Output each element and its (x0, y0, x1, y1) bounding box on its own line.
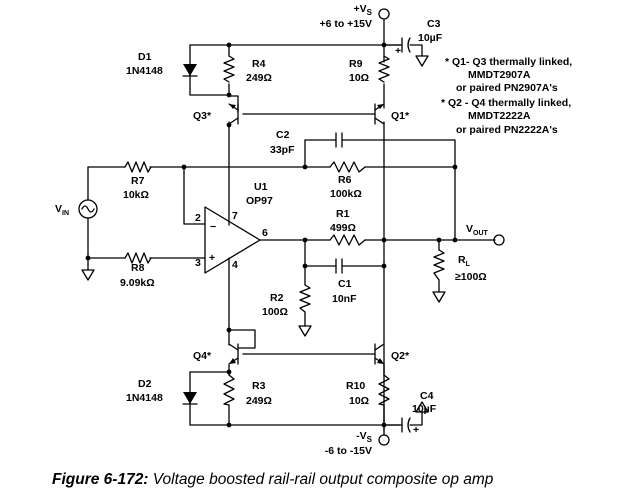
r2-resistor (299, 284, 311, 313)
q4-ref: Q4* (193, 350, 212, 362)
q2-ref: Q2* (391, 350, 410, 362)
ground-icon (81, 269, 95, 281)
c3-ref: C3 (427, 18, 441, 30)
r10-ref: R10 (346, 380, 365, 392)
vs-neg-range: -6 to -15V (325, 445, 372, 457)
vin-source (78, 199, 98, 219)
ground-icon (415, 55, 429, 67)
junctions (85, 42, 458, 428)
c2-capacitor (335, 132, 343, 148)
r2-value: 100Ω (262, 306, 288, 318)
d1-value: 1N4148 (126, 65, 163, 77)
q3-transistor (228, 103, 239, 125)
vs-neg-label: -VS (356, 430, 373, 444)
pin-7: 7 (232, 210, 238, 222)
c4-ref: C4 (420, 390, 434, 402)
r7-ref: R7 (131, 175, 145, 187)
rl-resistor (433, 249, 445, 281)
c1-value: 10nF (332, 293, 357, 305)
d2-diode (182, 392, 198, 405)
inverting-sign: − (210, 221, 216, 233)
c4-polarity: + (413, 424, 419, 436)
vs-pos-label: +VS (354, 3, 373, 17)
r4-ref: R4 (252, 58, 266, 70)
wires (87, 19, 496, 436)
r10-value: 10Ω (349, 395, 369, 407)
c3-capacitor (401, 37, 411, 53)
c3-value: 10µF (418, 32, 443, 44)
r8-value: 9.09kΩ (120, 277, 155, 289)
r3-ref: R3 (252, 380, 266, 392)
r6-value: 100kΩ (330, 188, 362, 200)
r6-ref: R6 (338, 174, 352, 186)
vin-label: VIN (55, 203, 69, 217)
pin-4: 4 (232, 259, 238, 271)
r8-resistor (124, 252, 152, 264)
d2-ref: D2 (138, 378, 152, 390)
u1-value: OP97 (246, 195, 273, 207)
r7-resistor (124, 161, 152, 173)
c4-value: 10µF (412, 403, 437, 415)
q4-transistor (228, 343, 239, 365)
vs-pos-terminal (378, 8, 390, 20)
note-line-2: MMDT2907A (468, 69, 531, 81)
r2-ref: R2 (270, 292, 284, 304)
c1-ref: C1 (338, 278, 352, 290)
d2-value: 1N4148 (126, 392, 163, 404)
note-line-5: MMDT2222A (468, 110, 531, 122)
rl-ref: RL (458, 254, 471, 268)
r9-resistor (378, 55, 390, 83)
pin-6: 6 (262, 227, 268, 239)
r8-ref: R8 (131, 262, 145, 274)
rl-value: ≥100Ω (455, 271, 487, 283)
d1-ref: D1 (138, 51, 152, 63)
noninverting-sign: + (209, 252, 215, 264)
pin-2: 2 (195, 212, 201, 224)
note-line-1: * Q1- Q3 thermally linked, (445, 56, 572, 68)
r9-ref: R9 (349, 58, 363, 70)
ground-icon (415, 401, 429, 413)
r6-resistor (329, 161, 366, 173)
pin-3: 3 (195, 257, 201, 269)
r3-resistor (223, 374, 235, 406)
c2-ref: C2 (276, 129, 290, 141)
note-line-4: * Q2 - Q4 thermally linked, (441, 97, 571, 109)
d1-diode (182, 64, 198, 77)
ground-icon (432, 291, 446, 303)
r10-resistor (378, 374, 390, 406)
c4-capacitor (401, 417, 411, 433)
u1-ref: U1 (254, 181, 268, 193)
q1-transistor (374, 103, 385, 125)
vout-label: VOUT (466, 223, 489, 237)
note-line-6: or paired PN2222A's (456, 124, 558, 136)
c1-capacitor (335, 258, 343, 274)
r1-resistor (329, 234, 366, 246)
c3-polarity: + (395, 45, 401, 57)
note-line-3: or paired PN2907A's (456, 82, 558, 94)
figure-caption: Figure 6-172: Voltage boosted rail-rail … (52, 471, 494, 488)
ground-icon (298, 325, 312, 337)
r4-value: 249Ω (246, 72, 272, 84)
vout-terminal (493, 234, 505, 246)
r9-value: 10Ω (349, 72, 369, 84)
r1-value: 499Ω (330, 222, 356, 234)
r4-resistor (223, 55, 235, 83)
r7-value: 10kΩ (123, 189, 149, 201)
q3-ref: Q3* (193, 110, 212, 122)
u1-opamp (204, 206, 261, 274)
q2-transistor (374, 343, 385, 365)
q1-ref: Q1* (391, 110, 410, 122)
c2-value: 33pF (270, 144, 295, 156)
r3-value: 249Ω (246, 395, 272, 407)
r1-ref: R1 (336, 208, 350, 220)
vs-pos-range: +6 to +15V (319, 18, 372, 30)
vs-neg-terminal (378, 434, 390, 446)
